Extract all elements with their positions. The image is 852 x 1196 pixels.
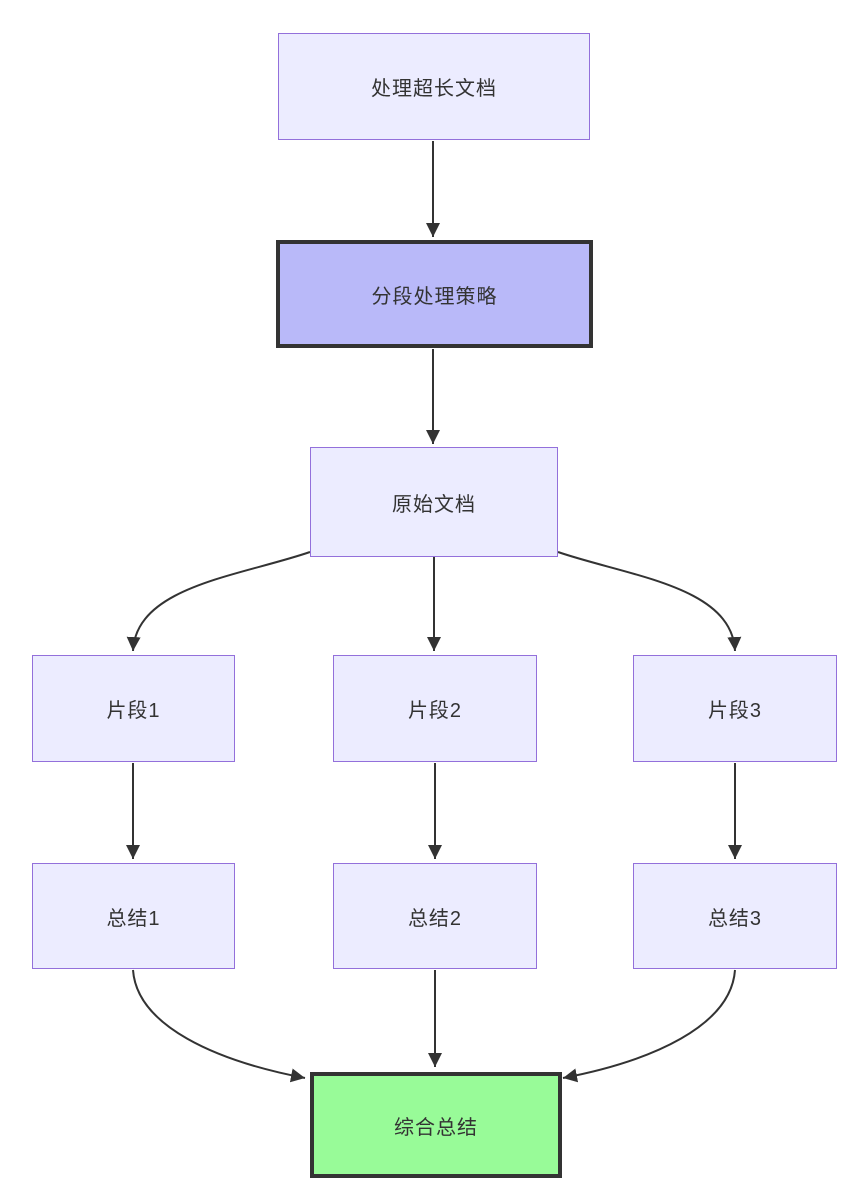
edge-summary-1-to-final (132, 969, 306, 1083)
edge-original-to-segment-1 (126, 551, 311, 652)
node-segment-2: 片段2 (333, 655, 537, 762)
edge-summary-3-to-final (562, 969, 736, 1083)
node-segment-3: 片段3 (633, 655, 837, 762)
node-segment-1: 片段1 (32, 655, 235, 762)
node-final-summary: 综合总结 (310, 1072, 562, 1178)
node-segmentation-strategy: 分段处理策略 (276, 240, 593, 348)
node-process-long-document: 处理超长文档 (278, 33, 590, 140)
node-summary-1: 总结1 (32, 863, 235, 969)
edge-original-to-segment-3 (557, 551, 742, 652)
node-summary-3: 总结3 (633, 863, 837, 969)
node-original-document: 原始文档 (310, 447, 558, 557)
node-summary-2: 总结2 (333, 863, 537, 969)
